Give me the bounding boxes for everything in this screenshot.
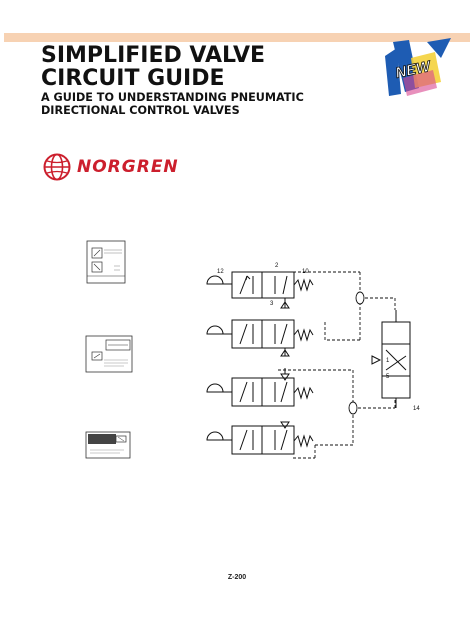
page-title: SIMPLIFIED VALVE CIRCUIT GUIDE — [41, 44, 265, 90]
pilot-valve — [371, 310, 411, 408]
thumbnail-valve-symbol-1 — [86, 240, 126, 284]
valve-circuit-diagram: 12 10 2 3 1 14 5 — [206, 263, 420, 459]
thumbnail-valve-symbol-2 — [85, 335, 133, 373]
title-line-2: CIRCUIT GUIDE — [41, 66, 225, 91]
subtitle-line-1: A GUIDE TO UNDERSTANDING PNEUMATIC — [41, 91, 304, 104]
valve-2 — [206, 319, 314, 357]
valve-3 — [206, 368, 314, 407]
port-label-10: 10 — [302, 269, 309, 275]
valve-1 — [206, 271, 314, 309]
port-label-12: 12 — [217, 269, 224, 275]
page-subtitle: A GUIDE TO UNDERSTANDING PNEUMATIC DIREC… — [41, 91, 304, 117]
subtitle-line-2: DIRECTIONAL CONTROL VALVES — [41, 104, 240, 117]
brand-name: NORGREN — [77, 157, 179, 177]
page-number: Z-200 — [227, 574, 247, 581]
thumbnail-valve-symbol-3 — [85, 431, 131, 459]
header-color-band — [4, 33, 470, 42]
globe-icon — [43, 153, 71, 181]
new-badge-icon: NEW — [385, 38, 451, 96]
port-label-14: 14 — [413, 406, 420, 412]
port-label-2: 2 — [275, 263, 279, 269]
port-label-5: 5 — [386, 374, 390, 380]
port-label-1: 1 — [386, 358, 390, 364]
port-label-3: 3 — [270, 301, 274, 307]
norgren-logo: NORGREN — [43, 153, 179, 181]
title-line-1: SIMPLIFIED VALVE — [41, 43, 266, 68]
port-labels: 12 10 2 3 1 14 5 — [217, 263, 420, 412]
valve-4 — [206, 421, 314, 455]
